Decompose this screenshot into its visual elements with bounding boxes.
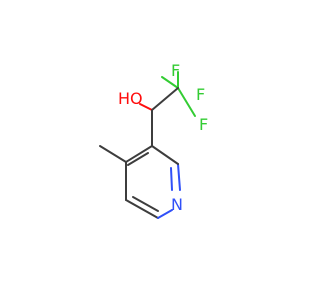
bond-ring-methyl bbox=[99, 145, 127, 163]
bond-ring-c3-c4-inner bbox=[127, 152, 149, 166]
bond-ring-c6-n bbox=[157, 209, 173, 219]
bond-carbinol-oh bbox=[139, 103, 153, 111]
molecule-structure-diagram: F F F HO N bbox=[99, 61, 208, 219]
bond-ring-c3-c4 bbox=[125, 145, 153, 163]
bond-cf3-f-left bbox=[161, 76, 179, 89]
atom-nitrogen: N bbox=[171, 195, 183, 214]
bond-ring-c5-c6 bbox=[125, 199, 159, 219]
atom-f-top: F bbox=[171, 61, 180, 80]
bond-cf3-carbinol bbox=[151, 87, 179, 111]
bond-ring-n-c2-inner bbox=[170, 167, 173, 191]
atom-f-right: F bbox=[196, 85, 205, 104]
atom-f-lower: F bbox=[199, 115, 208, 134]
bonds bbox=[99, 71, 196, 219]
atom-labels: F F F HO N bbox=[118, 61, 208, 214]
bond-ring-c2-c3 bbox=[151, 145, 179, 165]
atom-hydroxyl: HO bbox=[118, 89, 143, 108]
bond-ring-c5-c6-inner bbox=[132, 196, 159, 212]
bond-ring-n-c2 bbox=[177, 163, 181, 191]
bond-cf3-f-right bbox=[177, 87, 196, 117]
